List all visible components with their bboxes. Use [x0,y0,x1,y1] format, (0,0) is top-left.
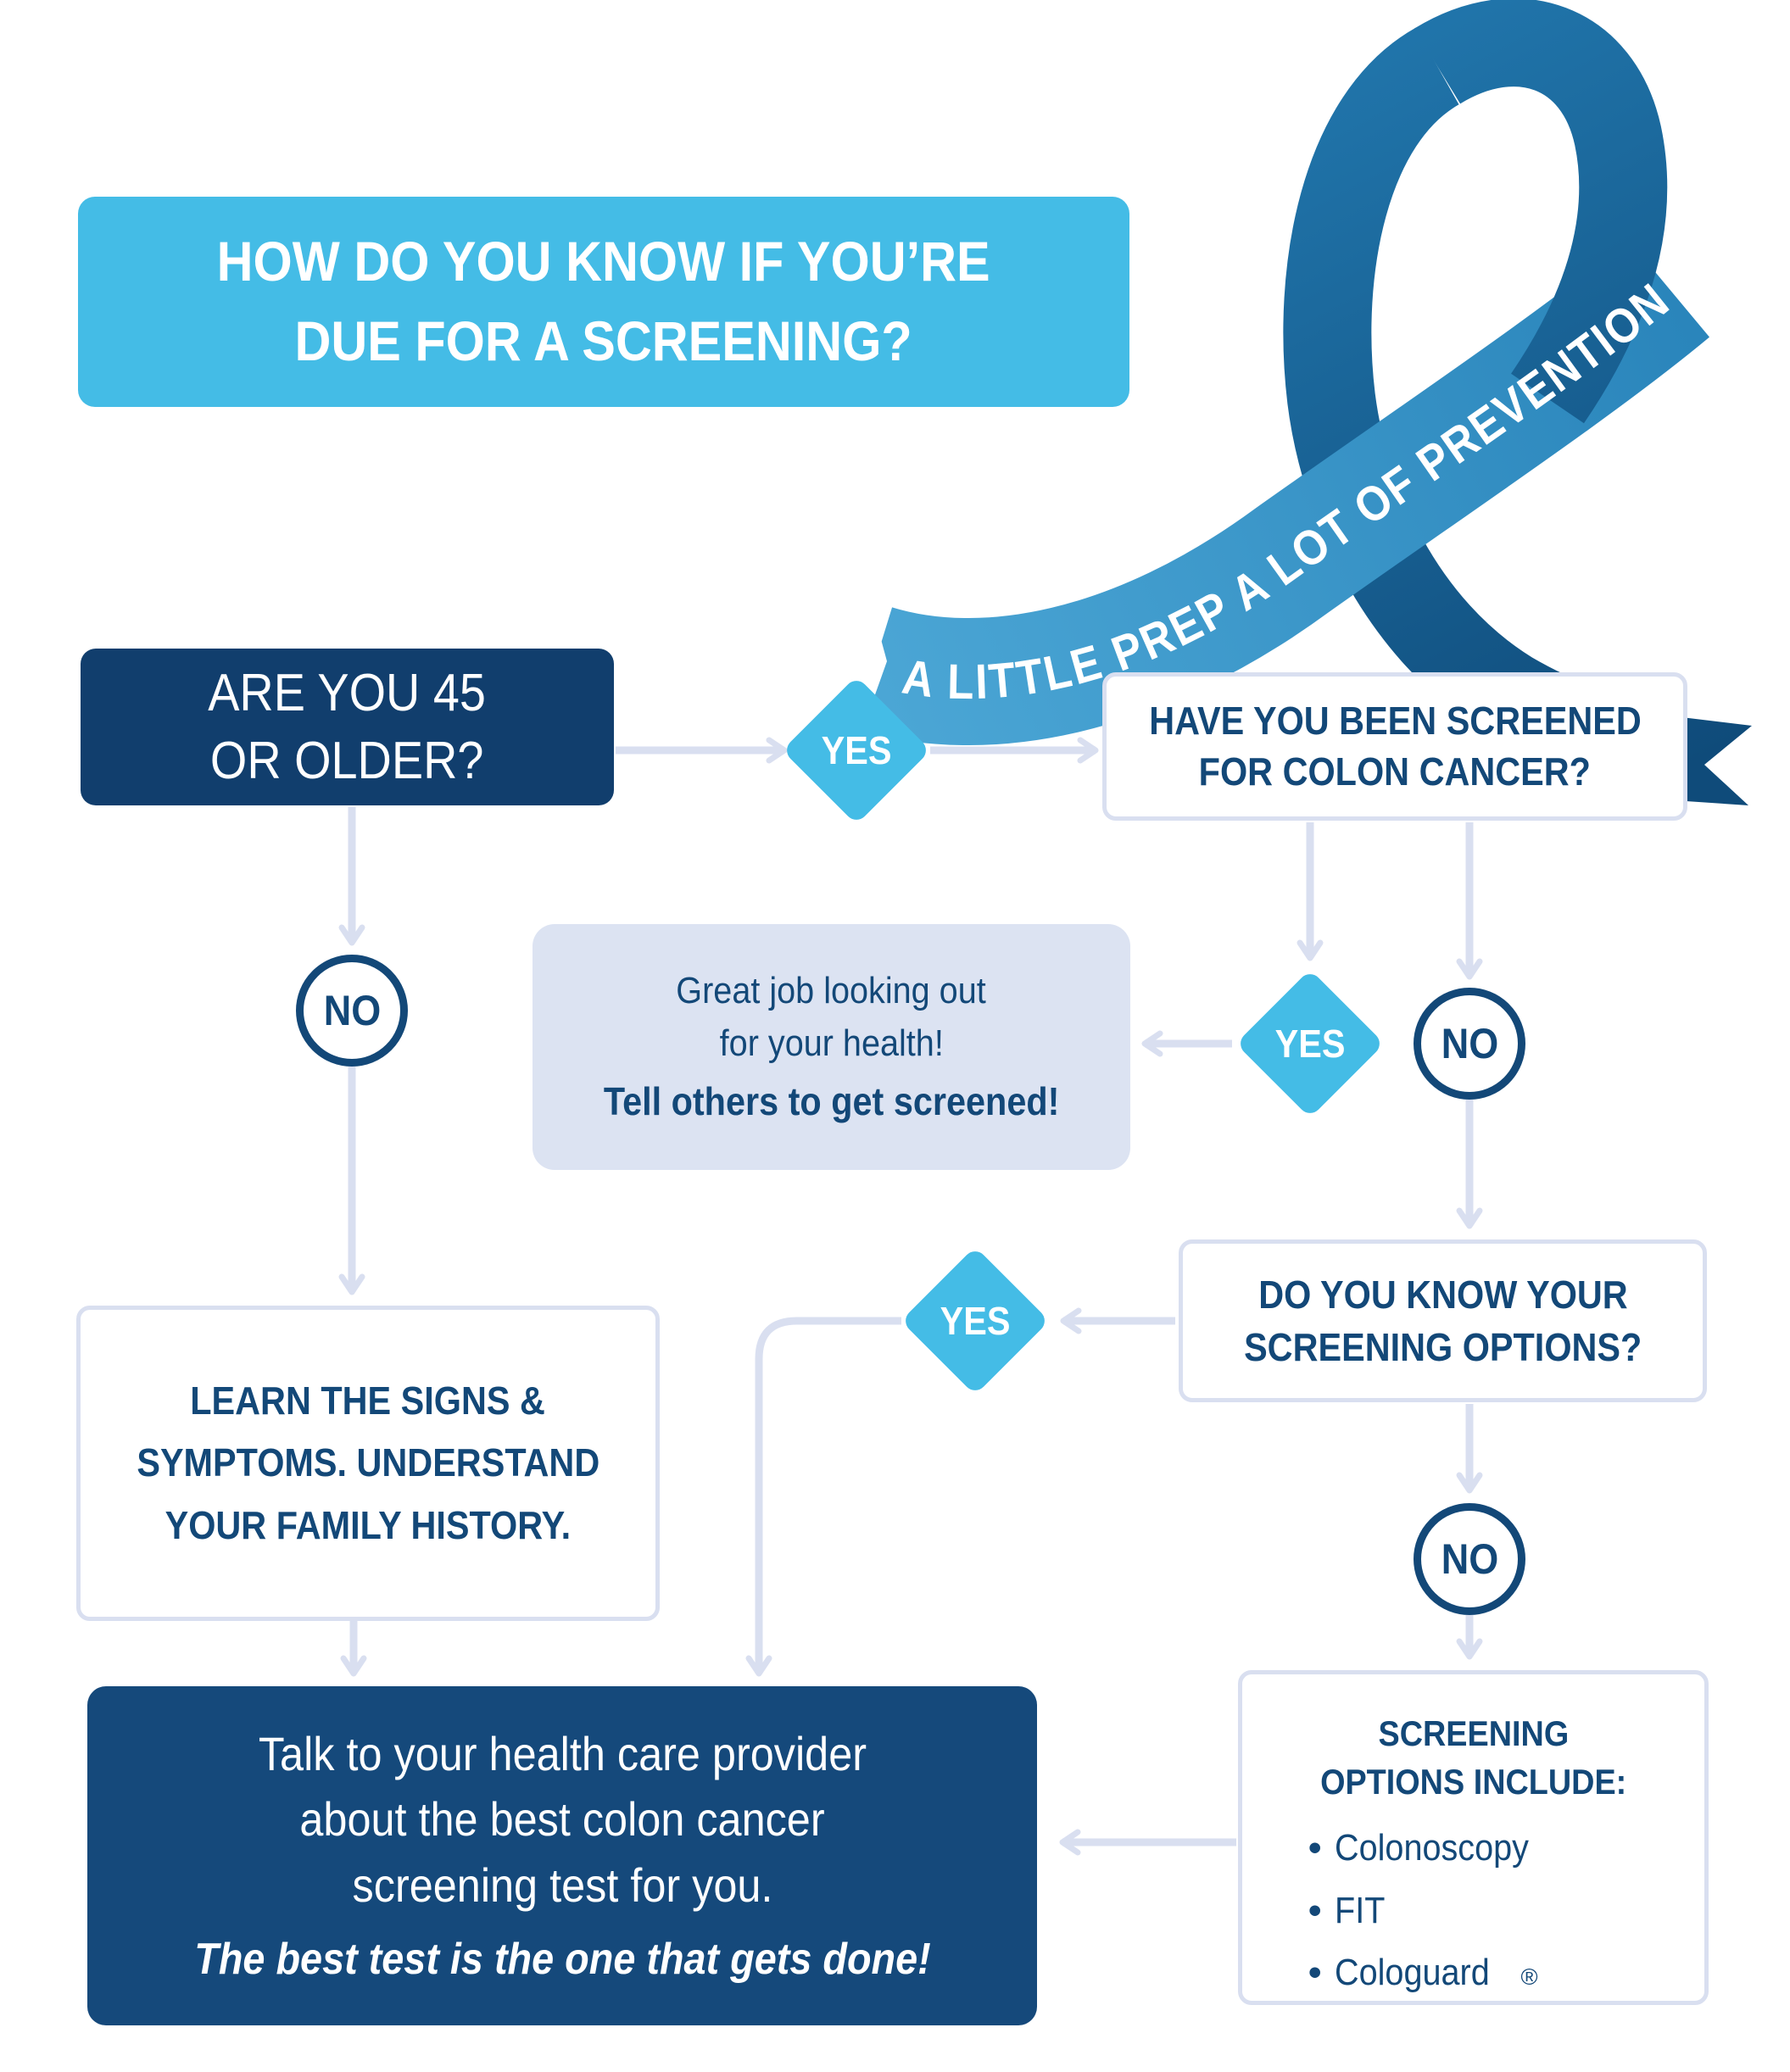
talk-to-provider-box: Talk to your health care provider about … [87,1686,1037,2025]
screening-title-line-1: SCREENING [1378,1713,1569,1753]
great-job-line-1: Great job looking out [676,970,987,1012]
list-item-colonoscopy: • Colonoscopy [1308,1823,1564,1873]
learn-line-2: SYMPTOMS. UNDERSTAND [137,1440,599,1485]
talk-line-2: about the best colon cancer [299,1792,825,1846]
have-you-line-2: FOR COLON CANCER? [1198,749,1592,794]
list-item-cologuard: • Cologuard ® [1308,1947,1564,1997]
talk-line-3: screening test for you. [352,1858,772,1912]
ribbon-right-strand [1414,0,1668,424]
connector-yes3-to-bigbox [745,1317,901,1677]
learn-line-3: YOUR FAMILY HISTORY. [165,1502,572,1547]
great-job-bold-line: Tell others to get screened! [603,1079,1060,1124]
yes-label: YES [940,1299,1011,1343]
learn-line-1: LEARN THE SIGNS & [190,1378,546,1423]
talk-bold-line: The best test is the one that gets done! [193,1935,931,1985]
are-you-45-line-2: OR OLDER? [210,731,484,790]
list-item-fit: • FIT [1308,1885,1564,1936]
learn-signs-box: LEARN THE SIGNS & SYMPTOMS. UNDERSTAND Y… [76,1306,660,1621]
list-item-sup registered-mark-icon: ® [1520,1963,1538,1991]
yes-node-3: YES [901,1246,1050,1395]
great-job-line-2: for your health! [719,1022,944,1064]
no-label: NO [323,987,381,1034]
do-you-know-line-2: SCREENING OPTIONS? [1243,1325,1642,1369]
screening-options-list: • Colonoscopy • FIT • Cologuard ® [1242,1823,1564,1997]
question-are-you-45: ARE YOU 45 OR OLDER? [81,649,614,805]
no-label: NO [1441,1535,1498,1583]
no-node-3: NO [1414,1503,1525,1615]
question-have-you-screened: HAVE YOU BEEN SCREENED FOR COLON CANCER? [1102,672,1687,821]
screening-options-box: SCREENING OPTIONS INCLUDE: • Colonoscopy… [1238,1670,1709,2005]
header-title-box: HOW DO YOU KNOW IF YOU’RE DUE FOR A SCRE… [78,197,1129,407]
yes-node-1: YES [782,676,931,825]
list-item-label: Colonoscopy [1335,1827,1530,1869]
yes-node-2: YES [1235,969,1385,1118]
have-you-line-1: HAVE YOU BEEN SCREENED [1148,698,1642,743]
bullet-icon: • [1308,1889,1322,1931]
yes-label: YES [821,728,892,772]
yes-label: YES [1274,1022,1346,1066]
list-item-label: Cologuard [1335,1952,1491,1994]
no-label: NO [1441,1020,1498,1067]
header-line-2: DUE FOR A SCREENING? [294,309,913,372]
screening-title-line-2: OPTIONS INCLUDE: [1319,1761,1627,1802]
do-you-know-line-1: DO YOU KNOW YOUR [1257,1272,1628,1317]
no-node-1: NO [296,955,408,1067]
list-item-label: FIT [1335,1889,1386,1931]
question-do-you-know-options: DO YOU KNOW YOUR SCREENING OPTIONS? [1179,1239,1707,1402]
are-you-45-line-1: ARE YOU 45 [208,664,487,723]
great-job-box: Great job looking out for your health! T… [533,924,1130,1170]
talk-line-1: Talk to your health care provider [258,1727,867,1781]
no-node-2: NO [1414,988,1525,1100]
header-line-1: HOW DO YOU KNOW IF YOU’RE [217,230,990,293]
bullet-icon: • [1308,1827,1322,1869]
bullet-icon: • [1308,1952,1322,1994]
